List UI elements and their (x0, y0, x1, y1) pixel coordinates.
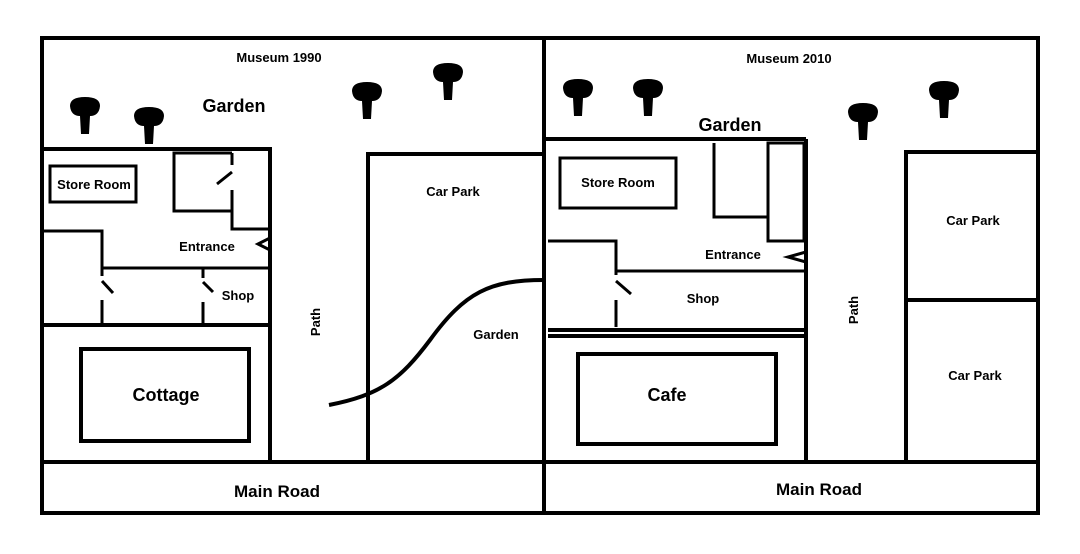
map-1990: Museum 1990 Garden Store Room Entrance S… (40, 36, 546, 515)
cottage-1990 (79, 347, 251, 443)
garden-inner-1990-label: Garden (473, 327, 519, 342)
shop-1990-label: Shop (222, 288, 255, 303)
garden-path-1990 (328, 278, 545, 407)
entrance-1990-marker (254, 230, 272, 258)
door-1990-a (216, 153, 234, 211)
car-park-1990-block (366, 152, 544, 462)
map-2010: Museum 2010 Garden Store Room Entrance S… (542, 36, 1040, 515)
map-2010-frame (542, 36, 1040, 515)
store-room-1990-label: Store Room (57, 177, 131, 192)
door-1990-b (100, 279, 115, 295)
garden-2010-label: Garden (698, 115, 761, 135)
shop-2010-label: Shop (687, 291, 720, 306)
store-room-1990 (48, 164, 138, 204)
door-2010-a (615, 279, 632, 296)
entrance-2010-label: Entrance (705, 247, 761, 262)
car-park-2010-label-1: Car Park (946, 213, 1000, 228)
tree-icon (433, 63, 463, 100)
cottage-1990-label: Cottage (133, 385, 200, 405)
room-2010-left (548, 239, 618, 275)
entrance-2010-marker (782, 245, 808, 268)
tree-icon (563, 79, 593, 116)
main-road-2010-label: Main Road (776, 480, 862, 499)
store-room-2010 (558, 156, 678, 210)
cafe-2010 (576, 352, 778, 446)
entrance-1990-label: Entrance (179, 239, 235, 254)
tree-icon (352, 82, 382, 119)
room-2010-upper-right (766, 141, 806, 243)
map-1990-title: Museum 1990 (236, 50, 321, 65)
path-1990-label: Path (308, 308, 323, 336)
map-2010-title: Museum 2010 (746, 51, 831, 66)
room-1990-upper (172, 151, 268, 231)
car-park-1990-label: Car Park (426, 184, 480, 199)
store-room-2010-label: Store Room (581, 175, 655, 190)
tree-icon (633, 79, 663, 116)
car-park-2010-label-2: Car Park (948, 368, 1002, 383)
room-2010-upper (712, 143, 768, 219)
garden-1990-label: Garden (202, 96, 265, 116)
tree-icon (70, 97, 100, 134)
path-2010-label: Path (846, 296, 861, 324)
car-park-2010-block (904, 150, 1038, 462)
room-1990-left (42, 229, 104, 276)
cafe-2010-label: Cafe (647, 385, 686, 405)
tree-icon (929, 81, 959, 118)
tree-icon (848, 103, 878, 140)
door-1990-c (201, 268, 215, 324)
tree-icon (134, 107, 164, 144)
main-road-1990-label: Main Road (234, 482, 320, 501)
